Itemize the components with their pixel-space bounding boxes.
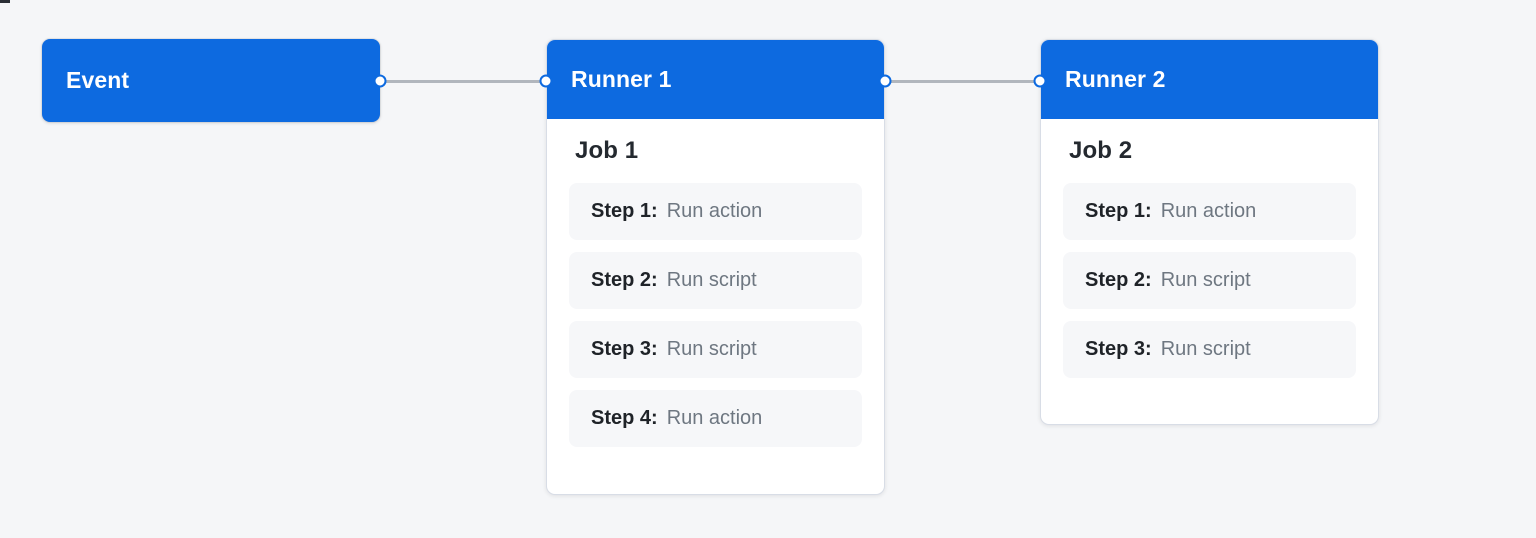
- step-label: Step 3:: [1085, 338, 1152, 360]
- step-row[interactable]: Step 2: Run script: [569, 252, 862, 309]
- node-runner-1-title: Runner 1: [571, 66, 672, 92]
- node-event-title: Event: [66, 67, 130, 93]
- step-row[interactable]: Step 1: Run action: [569, 183, 862, 240]
- node-runner-2-title: Runner 2: [1065, 66, 1166, 92]
- node-event[interactable]: Event: [42, 39, 380, 122]
- job-title-runner-1: Job 1: [575, 137, 639, 164]
- step-row[interactable]: Step 3: Run script: [1063, 321, 1356, 378]
- node-runner-2-body: Job 2 Step 1: Run action Step 2: Run scr…: [1041, 119, 1378, 400]
- step-label: Step 3:: [591, 338, 658, 360]
- node-runner-2[interactable]: Runner 2 Job 2 Step 1: Run action Step 2…: [1040, 39, 1379, 425]
- edge-event-to-runner-1[interactable]: [382, 79, 548, 83]
- node-runner-1-header: Runner 1: [547, 40, 884, 119]
- step-action: Run script: [1160, 338, 1251, 360]
- step-row[interactable]: Step 3: Run script: [569, 321, 862, 378]
- job-title-runner-2: Job 2: [1069, 137, 1133, 164]
- step-action: Run action: [666, 200, 763, 222]
- step-action: Run script: [666, 338, 757, 360]
- handle-runner-1-left[interactable]: [539, 74, 553, 88]
- step-label: Step 1:: [591, 200, 658, 222]
- step-list-runner-1: Step 1: Run action Step 2: Run script St…: [569, 183, 862, 447]
- step-action: Run script: [1160, 269, 1251, 291]
- step-label: Step 1:: [1085, 200, 1152, 222]
- handle-event-right[interactable]: [373, 74, 387, 88]
- step-action: Run action: [1160, 200, 1257, 222]
- node-runner-1[interactable]: Runner 1 Job 1 Step 1: Run action Step 2…: [546, 39, 885, 495]
- step-label: Step 4:: [591, 407, 658, 429]
- step-label: Step 2:: [1085, 269, 1152, 291]
- handle-runner-1-right[interactable]: [878, 74, 892, 88]
- step-row[interactable]: Step 2: Run script: [1063, 252, 1356, 309]
- step-row[interactable]: Step 4: Run action: [569, 390, 862, 447]
- node-runner-2-header: Runner 2: [1041, 40, 1378, 119]
- step-label: Step 2:: [591, 269, 658, 291]
- step-list-runner-2: Step 1: Run action Step 2: Run script St…: [1063, 183, 1356, 378]
- step-action: Run action: [666, 407, 763, 429]
- step-row[interactable]: Step 1: Run action: [1063, 183, 1356, 240]
- edge-runner-1-to-runner-2[interactable]: [884, 79, 1042, 83]
- node-runner-1-body: Job 1 Step 1: Run action Step 2: Run scr…: [547, 119, 884, 469]
- step-action: Run script: [666, 269, 757, 291]
- corner-artifact: [0, 0, 10, 3]
- handle-runner-2-left[interactable]: [1033, 74, 1047, 88]
